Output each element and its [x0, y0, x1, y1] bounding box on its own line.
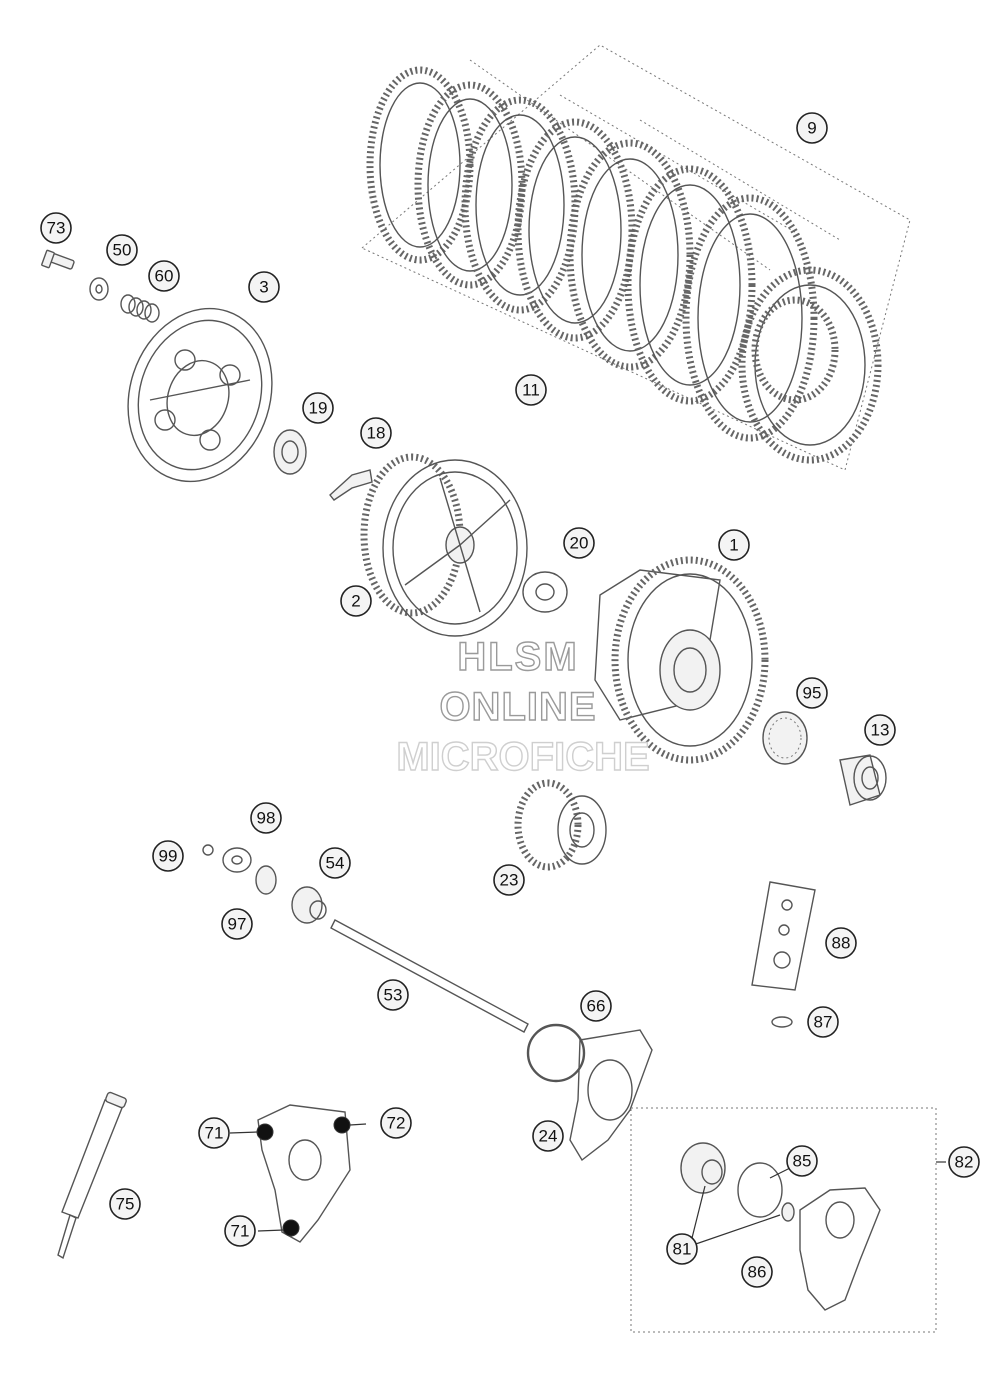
spring-washer	[89, 277, 109, 301]
bushing	[839, 754, 887, 806]
svg-text:73: 73	[47, 219, 66, 238]
slave-cylinder-gasket	[569, 1029, 653, 1162]
callout-20: 20	[563, 527, 595, 559]
slave-cylinder-cover	[256, 1104, 351, 1243]
callout-86: 86	[741, 1256, 773, 1288]
sealing-ring	[771, 1016, 793, 1028]
callout-73: 73	[40, 212, 72, 244]
svg-text:1: 1	[729, 536, 738, 555]
callout-11: 11	[515, 374, 547, 406]
svg-text:95: 95	[803, 684, 822, 703]
callout-72: 72	[380, 1107, 412, 1139]
svg-text:87: 87	[814, 1013, 833, 1032]
pressure-plate-bolt	[41, 249, 75, 270]
pushrod-bearing	[255, 865, 277, 895]
callout-81: 81	[666, 1233, 698, 1265]
svg-text:75: 75	[116, 1195, 135, 1214]
piston-o-ring	[737, 1162, 783, 1218]
svg-text:86: 86	[748, 1263, 767, 1282]
ball	[202, 844, 214, 856]
svg-text:53: 53	[384, 986, 403, 1005]
callout-54: 54	[319, 847, 351, 879]
callout-85: 85	[786, 1145, 818, 1177]
svg-text:81: 81	[673, 1240, 692, 1259]
svg-text:71: 71	[205, 1124, 224, 1143]
callout-60: 60	[148, 260, 180, 292]
callout-23: 23	[493, 864, 525, 896]
svg-text:50: 50	[113, 241, 132, 260]
callout-1: 1	[718, 529, 750, 561]
callout-53: 53	[377, 979, 409, 1011]
svg-text:2: 2	[351, 592, 360, 611]
callout-82: 82	[948, 1146, 980, 1178]
slave-cylinder-body	[799, 1187, 881, 1311]
callout-95: 95	[796, 677, 828, 709]
svg-text:9: 9	[807, 119, 816, 138]
svg-text:54: 54	[326, 854, 345, 873]
svg-text:60: 60	[155, 267, 174, 286]
callout-71-upper: 71	[198, 1117, 230, 1149]
svg-text:19: 19	[309, 399, 328, 418]
watermark-line-2: ONLINE	[439, 685, 596, 729]
svg-text:66: 66	[587, 997, 606, 1016]
needle-bearing	[762, 711, 808, 765]
svg-text:11: 11	[522, 381, 540, 400]
watermark-line-3: MICROFICHE	[396, 735, 649, 779]
watermark-line-1: HLSM	[457, 635, 578, 679]
svg-text:3: 3	[259, 278, 268, 297]
pushrod-piston	[291, 886, 327, 924]
callout-75: 75	[109, 1188, 141, 1220]
callout-87: 87	[807, 1006, 839, 1038]
svg-text:18: 18	[367, 424, 386, 443]
callout-24: 24	[532, 1120, 564, 1152]
svg-text:82: 82	[955, 1153, 974, 1172]
callout-2: 2	[340, 585, 372, 617]
outer-clutch-basket	[594, 556, 769, 764]
svg-text:72: 72	[387, 1114, 406, 1133]
svg-text:98: 98	[257, 809, 276, 828]
svg-text:71: 71	[231, 1222, 250, 1241]
thrust-washer	[522, 571, 568, 613]
svg-text:99: 99	[159, 847, 178, 866]
callout-97: 97	[221, 908, 253, 940]
clutch-plate-pack	[361, 44, 911, 471]
callout-99: 99	[152, 840, 184, 872]
pressure-piece	[329, 469, 373, 501]
primary-gear	[514, 779, 607, 871]
svg-text:24: 24	[539, 1127, 558, 1146]
callout-9: 9	[796, 112, 828, 144]
bleed-syringe	[57, 1091, 127, 1260]
callout-13: 13	[864, 714, 896, 746]
clutch-spring	[120, 294, 160, 323]
svg-text:20: 20	[570, 534, 589, 553]
repair-kit-frame	[630, 1107, 937, 1333]
callout-18: 18	[360, 417, 392, 449]
callout-50: 50	[106, 234, 138, 266]
bleed-nipple	[781, 1202, 795, 1222]
svg-text:85: 85	[793, 1152, 812, 1171]
callout-3: 3	[248, 271, 280, 303]
callout-88: 88	[825, 927, 857, 959]
o-ring	[526, 1023, 586, 1083]
callout-66: 66	[580, 990, 612, 1022]
svg-text:88: 88	[832, 934, 851, 953]
slave-cylinder-piston	[680, 1142, 726, 1194]
pushrod	[330, 919, 529, 1033]
callout-71-lower: 71	[224, 1215, 256, 1247]
svg-text:23: 23	[500, 871, 519, 890]
svg-text:13: 13	[871, 721, 890, 740]
leader-lines	[229, 1123, 946, 1247]
watermark: HLSM ONLINE MICROFICHE	[396, 634, 651, 779]
bleed-screw-set	[751, 881, 816, 991]
pushrod-washer	[222, 847, 252, 873]
callout-98: 98	[250, 802, 282, 834]
thrust-bearing	[273, 429, 307, 475]
svg-text:97: 97	[228, 915, 247, 934]
inner-clutch-hub	[360, 453, 528, 637]
pressure-plate	[127, 307, 273, 483]
callout-19: 19	[302, 392, 334, 424]
